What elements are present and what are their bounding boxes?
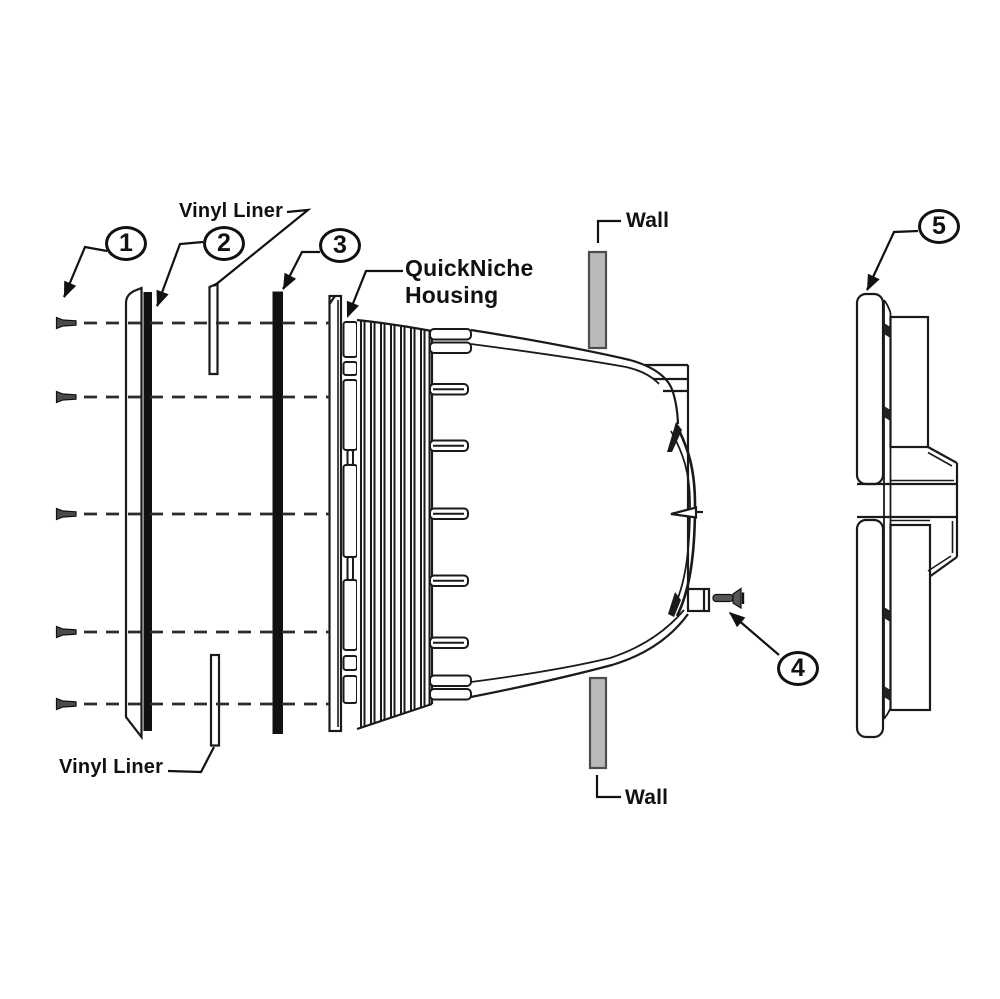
arrowhead-icon [156, 289, 169, 307]
callout-4-number: 4 [791, 654, 805, 682]
arrowhead-icon [346, 300, 359, 318]
arrowhead-icon [867, 273, 880, 291]
leader-arrowheads [64, 272, 880, 628]
niche-side-view [855, 292, 959, 739]
sealing-ring-bar [272, 291, 283, 734]
callout-2: 2 [203, 226, 245, 261]
callout-4: 4 [777, 651, 819, 686]
leader-vinyl-liner-bottom [167, 746, 215, 774]
alignment-dashed-lines [84, 321, 330, 706]
screw-icon [55, 625, 77, 639]
housing-ribbed-section [356, 318, 434, 731]
vinyl-liner-label-top: Vinyl Liner [179, 200, 284, 222]
housing-label-line2: Housing [405, 282, 499, 308]
side-view-lower-box [889, 523, 932, 712]
side-view-faceplate-upper [855, 292, 885, 486]
vinyl-liner-label-bottom: Vinyl Liner [59, 756, 164, 778]
callout-5-number: 5 [932, 212, 946, 240]
arrowhead-icon [283, 272, 297, 290]
housing-front-flange [328, 294, 343, 733]
callout-1-number: 1 [119, 229, 133, 257]
housing-label: QuickNiche Housing [405, 255, 534, 309]
side-view-clip-ticks [884, 323, 891, 701]
wall-sections [587, 250, 608, 770]
side-view-faceplate-lower [855, 518, 885, 739]
leader-callout-2 [155, 240, 204, 307]
clamp-screw [712, 587, 745, 610]
wall-label-bottom: Wall [625, 786, 669, 809]
leader-callout-1 [62, 245, 108, 298]
wall-label-top: Wall [626, 209, 670, 232]
arrowhead-icon [729, 612, 746, 628]
leader-wall-top [596, 219, 621, 243]
faceplate-ring-outline [124, 286, 143, 741]
side-view-upper-box [889, 315, 930, 449]
quickniche-housing-drawing [328, 294, 745, 733]
vinyl-liner-strip-bottom [209, 653, 221, 747]
arrowhead-icon [64, 280, 77, 298]
faceplate-gasket-bar [143, 292, 152, 731]
leader-housing-label [346, 269, 403, 317]
housing-screw-boss [686, 587, 711, 613]
faceplate-sealing-ring [124, 286, 152, 741]
leader-callout-5 [866, 229, 919, 291]
wall-strip-top [587, 250, 608, 350]
housing-label-line1: QuickNiche [405, 255, 534, 281]
leader-lines [62, 208, 919, 799]
callout-3: 3 [319, 228, 361, 263]
callout-1: 1 [105, 226, 147, 261]
housing-mounting-prongs [429, 328, 472, 701]
leader-wall-bottom [595, 775, 621, 799]
wall-strip-bottom [588, 676, 608, 770]
vinyl-liner-strip-top [208, 281, 219, 376]
callout-2-number: 2 [217, 229, 231, 257]
leader-vinyl-liner-top [213, 208, 312, 287]
callout-3-number: 3 [333, 231, 347, 259]
screw-icon [55, 390, 77, 404]
faceplate-screws [55, 316, 77, 711]
screw-icon [55, 697, 77, 711]
screw-icon [55, 507, 77, 521]
housing-collar-segments [342, 321, 358, 704]
screw-icon [55, 316, 77, 330]
housing-cone-body [470, 328, 711, 699]
callout-5: 5 [918, 209, 960, 244]
